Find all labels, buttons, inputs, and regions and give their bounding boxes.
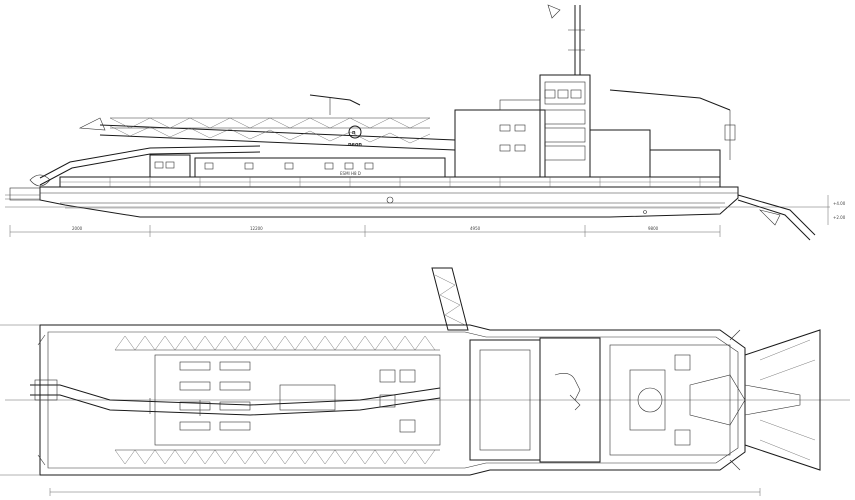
mast (547, 4, 585, 75)
side-dimensions: 2000 12200 4950 9800 +4.00 +2.00 (9, 195, 846, 237)
logo: n neon ESMI H8 D (340, 125, 362, 176)
stern-spud-plan (744, 329, 821, 471)
dredge-pipe-plan (30, 379, 441, 416)
hull-marking: ESMI H8 D (340, 171, 361, 176)
corner-markers (37, 329, 741, 471)
crane-mid (309, 94, 361, 115)
side-windows (154, 124, 526, 170)
level-lower: +2.00 (833, 215, 846, 220)
side-rails (114, 335, 440, 465)
superstructure (59, 74, 721, 188)
dim-3: 4950 (470, 226, 481, 231)
machinery-space (154, 354, 441, 446)
hull-side (5, 186, 830, 218)
aft-winch-area (609, 344, 746, 456)
logo-letter: n (352, 130, 356, 136)
dim-2: 12200 (250, 226, 263, 231)
level-upper: +4.00 (833, 201, 846, 206)
crane-aft (609, 89, 736, 160)
frame-lines (109, 177, 701, 187)
logo-text: neon (348, 142, 362, 148)
plan-dimension (49, 488, 761, 496)
stern-spud (737, 194, 816, 241)
side-elevation: n neon ESMI H8 D (5, 4, 846, 241)
plan-crane-boom (431, 267, 469, 331)
hopper-well (469, 337, 601, 463)
plan-view (0, 267, 850, 496)
dim-4: 9800 (648, 226, 659, 231)
conveyor-truss (9, 117, 456, 201)
dim-1: 2000 (72, 226, 83, 231)
